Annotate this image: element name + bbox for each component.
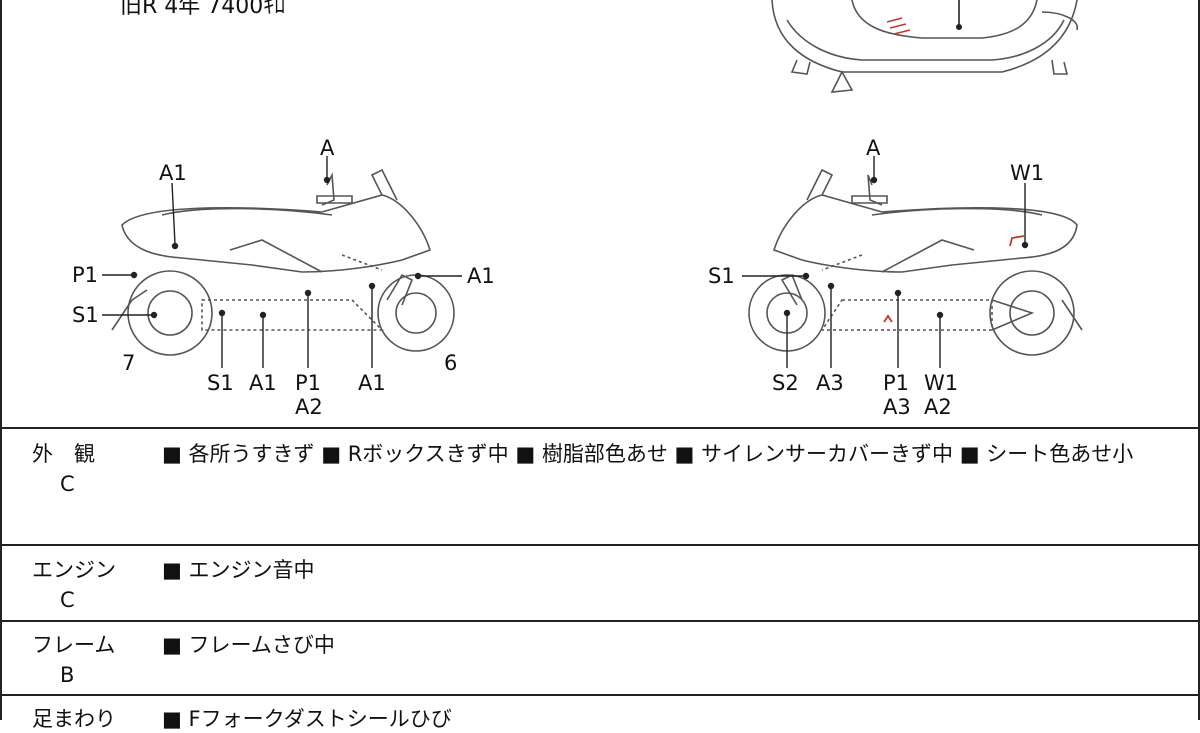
row-label-frame: フレーム [32, 633, 116, 657]
label-right-s2: S2 [772, 371, 799, 395]
scooter-right-view [748, 168, 1083, 356]
label-left-a1-seat: A1 [159, 161, 187, 185]
label-right-w1-bottom: W1 [924, 371, 958, 395]
label-left-7: 7 [122, 351, 135, 375]
label-right-top-a: A [866, 136, 881, 160]
label-left-a1-front: A1 [467, 264, 495, 288]
labels-right: A W1 S1 S2 A3 P1 A3 W1 A2 [708, 136, 1044, 419]
divider-exterior [2, 544, 1200, 546]
leader-lines-left [102, 156, 462, 368]
damage-marks-right [883, 235, 1025, 323]
condition-diagram: 旧R 4年 7400ｷﾛ [2, 0, 1200, 428]
label-left-p1: P1 [72, 263, 98, 287]
row-label-suspension: 足まわり [32, 707, 116, 731]
label-left-top-a: A [320, 136, 335, 160]
label-right-a3: A3 [816, 371, 844, 395]
row-text-suspension: ■ Fフォークダストシールひび [162, 707, 452, 731]
label-left-s1: S1 [72, 303, 99, 327]
row-text-engine: ■ エンジン音中 [162, 558, 315, 582]
label-left-p1-bottom: P1 [295, 371, 321, 395]
row-text-frame: ■ フレームさび中 [162, 633, 335, 657]
labels-left: A A1 P1 S1 7 A1 6 S1 A1 P1 A2 A1 [72, 136, 495, 419]
label-right-a3-lower: A3 [883, 395, 911, 419]
row-grade-engine: C [60, 588, 75, 612]
label-left-a1-bottom-2: A1 [358, 371, 386, 395]
divider-frame [2, 694, 1200, 696]
row-label-engine: エンジン [32, 558, 116, 582]
divider-diagram [2, 427, 1200, 429]
scooter-left-view [111, 168, 455, 356]
scooter-diagram-svg: A A1 P1 S1 7 A1 6 S1 A1 P1 A2 A1 [72, 0, 1083, 419]
divider-engine [2, 620, 1200, 622]
label-right-a2: A2 [924, 395, 952, 419]
label-left-s1-bottom: S1 [207, 371, 234, 395]
row-grade-exterior: C [60, 472, 75, 496]
label-left-6: 6 [444, 351, 457, 375]
leader-lines-right [742, 156, 1029, 368]
label-left-a2-bottom: A2 [295, 395, 323, 419]
label-left-a1-bottom: A1 [249, 371, 277, 395]
row-label-exterior: 外 観 [32, 442, 95, 466]
scratch-marks-top [886, 17, 911, 35]
label-right-s1: S1 [708, 264, 735, 288]
scooter-top-view [771, 0, 1078, 93]
model-year-mileage: 旧R 4年 7400ｷﾛ [120, 0, 286, 19]
row-grade-frame: B [60, 663, 75, 687]
label-right-p1: P1 [883, 371, 909, 395]
row-text-exterior: ■ 各所うすきず ■ Rボックスきず中 ■ 樹脂部色あせ ■ サイレンサーカバー… [162, 442, 1134, 466]
label-right-w1-top: W1 [1010, 161, 1044, 185]
